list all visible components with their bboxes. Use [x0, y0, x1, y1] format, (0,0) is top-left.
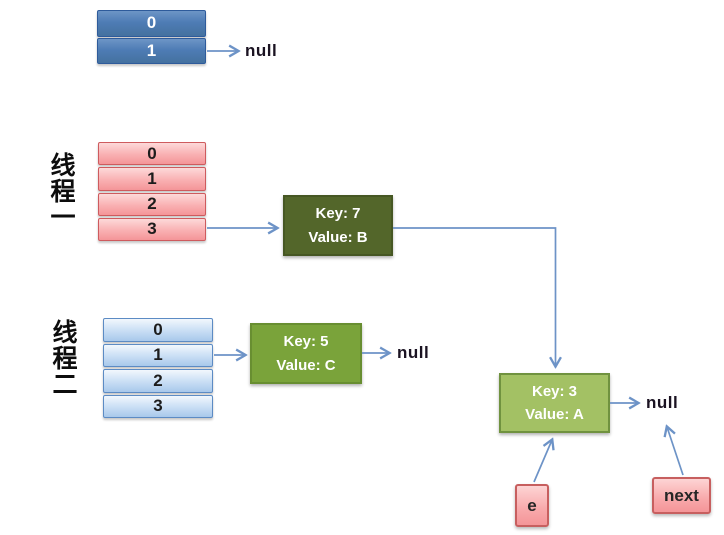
thread2-label-char: 程: [52, 345, 78, 373]
null-pointer-key3: null: [646, 393, 679, 412]
thread1-bucket-array: 0 1 2 3: [98, 142, 206, 241]
node-key5-value: Value: C: [276, 356, 336, 374]
array-cell: 1: [98, 167, 206, 191]
node-key3-value: Value: A: [525, 406, 584, 423]
thread1-label-char: 一: [50, 204, 76, 232]
null-pointer-key5: null: [397, 343, 430, 362]
node-key3: Key: 3 Value: A: [499, 373, 610, 433]
null-pointer-top: null: [245, 41, 278, 60]
thread2-bucket-array: 0 1 2 3: [103, 318, 213, 418]
array-cell: 1: [103, 343, 213, 367]
array-cell: 3: [98, 217, 206, 241]
array-cell: 1: [97, 37, 206, 64]
pointer-box-e: e: [515, 484, 549, 527]
array-cell: 0: [103, 318, 213, 342]
top-bucket-array: 0 1: [97, 10, 206, 64]
node-key7: Key: 7 Value: B: [283, 195, 393, 256]
pointer-box-next: next: [652, 477, 711, 514]
array-cell: 2: [98, 192, 206, 216]
arrow-next-to-null: [667, 427, 684, 476]
array-cell: 0: [98, 142, 206, 166]
thread1-label-char: 线: [50, 152, 76, 180]
node-key5-key: Key: 5: [283, 333, 329, 351]
thread2-label-char: 线: [52, 319, 78, 347]
thread2-label: 线 程 二: [49, 320, 81, 398]
pointer-next-label: next: [664, 485, 699, 505]
node-key5: Key: 5 Value: C: [250, 323, 362, 384]
array-cell: 0: [97, 10, 206, 37]
pointer-e-label: e: [527, 495, 537, 515]
node-key3-key: Key: 3: [531, 382, 578, 400]
node-key7-key: Key: 7: [315, 205, 361, 223]
node-key7-value: Value: B: [308, 228, 368, 246]
array-cell: 2: [103, 369, 213, 393]
thread2-label-char: 二: [52, 371, 78, 399]
array-cell: 3: [103, 394, 213, 418]
thread1-label: 线 程 一: [47, 153, 79, 231]
thread1-label-char: 程: [50, 178, 76, 206]
arrow-e-to-key3: [533, 440, 552, 483]
